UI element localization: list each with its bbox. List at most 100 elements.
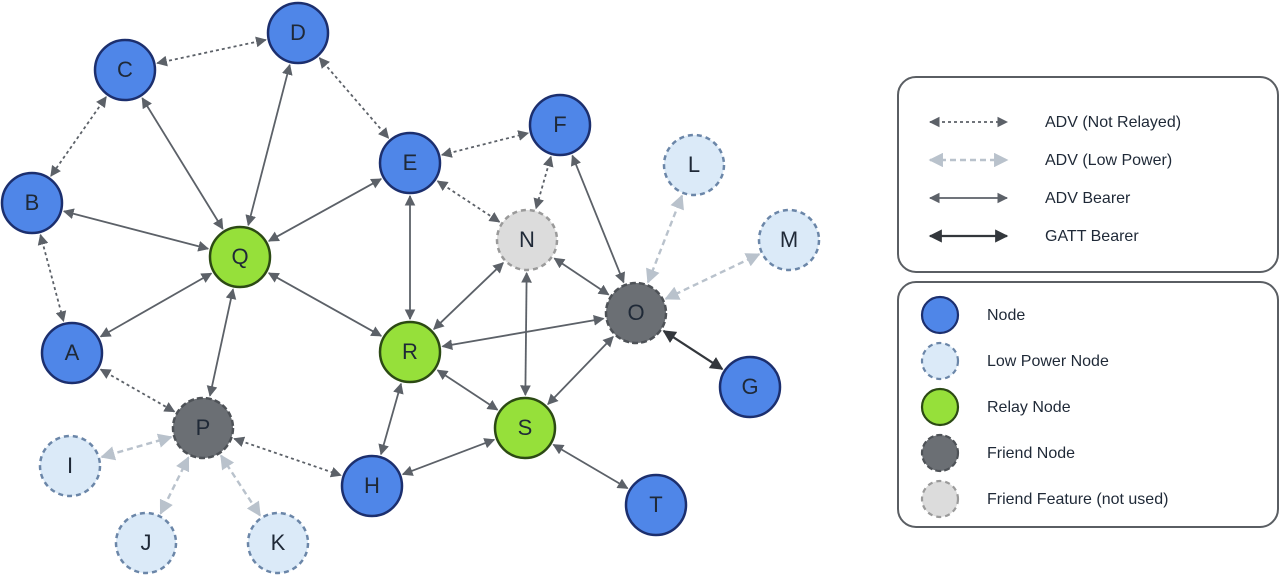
edge-n-r [433,262,504,330]
node-d-circle [266,1,330,65]
node-j-circle [114,511,178,575]
legend-node-label: Friend Feature (not used) [987,491,1168,508]
node-c: C [93,38,157,102]
node-s-label: S [518,415,533,440]
edge-e-n [436,180,501,223]
node-p: P [171,396,235,460]
node-e-label: E [403,150,418,175]
legend-node-label: Node [987,307,1025,324]
edge-n-o [553,257,610,296]
legend-node-low-power: Low Power Node [920,341,1109,381]
node-n: N [495,208,559,272]
node-o-label: O [627,300,644,325]
edge-c-d [156,36,267,67]
node-q-circle [208,225,272,289]
edge-p-h [233,436,342,478]
node-m-circle [757,208,821,272]
edge-p-i [100,433,173,461]
edge-o-m [664,253,761,300]
legend-conn-label: ADV (Not Relayed) [1045,114,1181,131]
node-n-label: N [519,227,535,252]
node-l-circle [662,133,726,197]
legend-node-friend-feature: Friend Feature (not used) [920,479,1168,519]
edge-q-p [206,288,237,397]
connections [37,36,761,517]
edge-a-p [99,368,176,413]
node-s: S [493,396,557,460]
node-i-circle [38,434,102,498]
legend-conn-label: ADV Bearer [1045,190,1131,207]
edge-q-d [245,63,293,227]
node-m-label: M [780,227,798,252]
edge-b-a [37,233,67,323]
edge-r-h [378,382,404,456]
legend-node-swatch [920,387,960,427]
legend-conn-adv-bearer: ADV Bearer [928,190,1131,207]
node-t: T [624,473,688,537]
legend-node-relay: Relay Node [920,387,1071,427]
node-a-label: A [65,340,80,365]
node-a-circle [40,321,104,385]
edge-s-o [547,335,614,406]
legend-node-swatch [920,341,960,381]
edge-q-c [141,97,224,230]
node-i: I [38,434,102,498]
node-q: Q [208,225,272,289]
edge-d-e [318,57,390,139]
edge-f-o [571,154,625,284]
node-h-label: H [364,473,380,498]
edge-p-j [159,456,190,515]
node-legend-box [897,281,1279,528]
node-j: J [114,511,178,575]
node-f: F [528,93,592,157]
legend-conn-adv-low-power: ADV (Low Power) [928,152,1172,169]
legend-node-swatch [920,295,960,335]
edge-o-l [646,194,684,284]
legend-node-node: Node [920,295,1025,335]
node-b-label: B [25,190,40,215]
edge-f-n [533,155,554,210]
legend-conn-adv-not-relayed: ADV (Not Relayed) [928,114,1181,131]
legend-node-swatch [920,479,960,519]
node-k-circle [246,511,310,575]
node-d: D [266,1,330,65]
node-a: A [40,321,104,385]
node-r-circle [378,320,442,384]
edge-s-t [552,443,629,490]
node-c-circle [93,38,157,102]
node-p-circle [171,396,235,460]
connection-legend: ADV (Not Relayed) ADV (Low Power) ADV Bear… [897,76,1279,273]
node-r-label: R [402,339,418,364]
node-c-label: C [117,57,133,82]
node-l-label: L [688,152,700,177]
edge-r-s [436,369,499,411]
legend-conn-label: ADV (Low Power) [1045,152,1172,169]
edge-e-f [440,130,530,158]
node-p-label: P [196,415,211,440]
edge-r-o [441,314,605,351]
edge-q-r [267,272,383,337]
edge-q-b [62,208,210,252]
node-o: O [604,281,668,345]
node-b: B [0,171,64,235]
node-l: L [662,133,726,197]
node-q-label: Q [231,244,248,269]
legend-conn-gatt-bearer: GATT Bearer [928,228,1139,245]
node-f-circle [528,93,592,157]
node-e-circle [378,131,442,195]
node-f-label: F [553,112,566,137]
node-g-circle [718,355,782,419]
node-i-label: I [67,453,73,478]
legend-node-label: Friend Node [987,445,1075,462]
node-b-circle [0,171,64,235]
node-g: G [718,355,782,419]
edge-o-g [662,330,724,370]
node-r: R [378,320,442,384]
node-t-circle [624,473,688,537]
node-j-label: J [141,530,152,555]
node-d-label: D [290,20,306,45]
legend-node-friend: Friend Node [920,433,1075,473]
node-t-label: T [649,492,662,517]
